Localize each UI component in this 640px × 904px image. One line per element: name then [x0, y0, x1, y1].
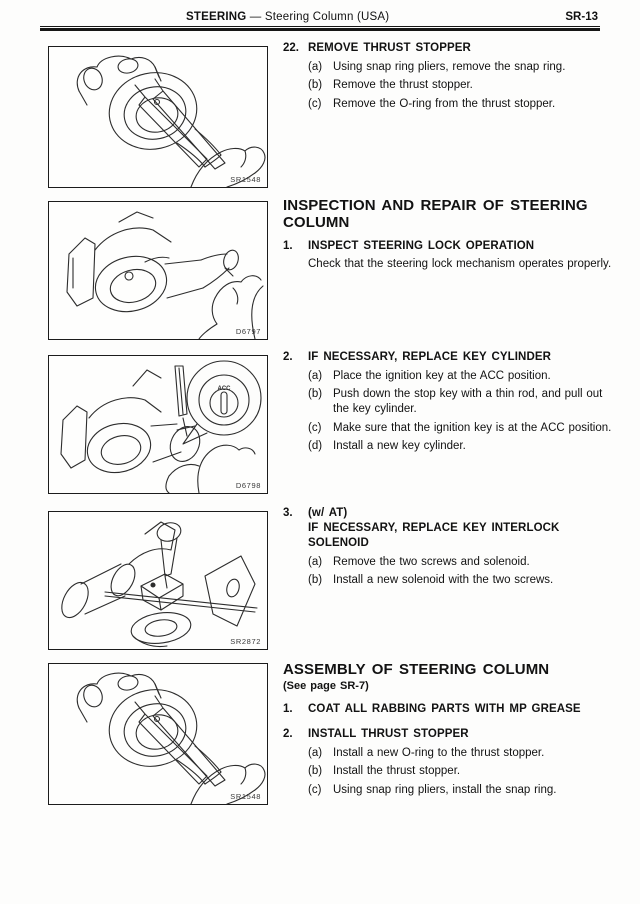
- substep: (b) Remove the thrust stopper.: [308, 78, 615, 93]
- page-number: SR-13: [565, 11, 598, 23]
- substep-id: (c): [308, 783, 322, 796]
- figure-label: SR1548: [230, 175, 261, 184]
- substep: (b) Install a new solenoid with the two …: [308, 573, 615, 588]
- substep-id: (a): [308, 746, 323, 759]
- acc-callout-text: ACC: [218, 386, 232, 392]
- figure-box-interlock-solenoid: SR2872: [48, 511, 268, 650]
- header-rule-thick: [40, 28, 600, 31]
- figure-label: SR1548: [230, 792, 261, 801]
- substep: (a) Using snap ring pliers, remove the s…: [308, 60, 615, 75]
- header-subtitle: — Steering Column (USA): [249, 11, 390, 23]
- figure-label: D6797: [235, 327, 261, 336]
- step-title: COAT ALL RABBING PARTS WITH MP GREASE: [308, 703, 581, 715]
- substep: (a) Install a new O-ring to the thrust s…: [308, 746, 615, 761]
- substep: (b) Install the thrust stopper.: [308, 764, 615, 779]
- section-heading: INSPECTION AND REPAIR OF STEERING COLUMN: [283, 197, 588, 231]
- substep-id: (a): [308, 60, 323, 73]
- figure-label: SR2872: [230, 637, 261, 646]
- substep-text: Install a new solenoid with the two scre…: [333, 574, 554, 586]
- substep-text: Install the thrust stopper.: [333, 765, 461, 777]
- substep-text: Install a new O-ring to the thrust stopp…: [333, 746, 545, 759]
- substep-text: Remove the O-ring from the thrust stoppe…: [333, 97, 556, 110]
- header-title: STEERING — Steering Column (USA): [186, 11, 389, 23]
- step-title: INSTALL THRUST STOPPER: [308, 728, 469, 740]
- substep-text: Remove the two screws and solenoid.: [333, 555, 530, 568]
- step-number: 22.: [283, 42, 299, 54]
- figure-box-key-cylinder: ACC D6798: [48, 355, 268, 494]
- step-1: 1. INSPECT STEERING LOCK OPERATION: [283, 239, 615, 254]
- substep-text: Using snap ring pliers, remove the snap …: [333, 60, 566, 73]
- snap-ring-pliers-illustration: [76, 55, 266, 187]
- header-section: STEERING: [186, 11, 247, 23]
- section-inspection-and-repair: INSPECTION AND REPAIR OF STEERING COLUMN…: [283, 197, 615, 272]
- figure-box-snap-ring-install: SR1548: [48, 663, 268, 805]
- step-3: 3. (w/ AT) IF NECESSARY, REPLACE KEY INTE…: [283, 506, 615, 551]
- figure-box-snap-ring-removal: SR1548: [48, 46, 268, 188]
- section-replace-interlock-solenoid: 3. (w/ AT) IF NECESSARY, REPLACE KEY INTE…: [283, 506, 615, 588]
- section-replace-key-cylinder: 2. IF NECESSARY, REPLACE KEY CYLINDER (a…: [283, 350, 615, 454]
- step-number: 1.: [283, 240, 293, 252]
- substep-text: Remove the thrust stopper.: [333, 79, 473, 91]
- step-number: 1.: [283, 703, 293, 715]
- substep-id: (c): [308, 421, 322, 434]
- step-body: Check that the steering lock mechanism o…: [308, 258, 612, 270]
- figure-label: D6798: [235, 481, 261, 490]
- substep: (a) Remove the two screws and solenoid.: [308, 555, 615, 570]
- substep-text: Place the ignition key at the ACC positi…: [333, 369, 551, 382]
- solenoid-screwdriver-illustration: [61, 521, 258, 648]
- substep-text: Make sure that the ignition key is at th…: [333, 421, 612, 434]
- key-cylinder-illustration: ACC: [60, 360, 262, 493]
- steering-lock-illustration: [66, 211, 264, 339]
- section-assembly: ASSEMBLY OF STEERING COLUMN (See page SR…: [283, 661, 615, 798]
- header-rule-thin: [40, 26, 600, 27]
- substep-id: (b): [308, 574, 323, 586]
- substep-text: Using snap ring pliers, install the snap…: [333, 783, 557, 796]
- substep-id: (d): [308, 440, 323, 452]
- substep: (d) Install a new key cylinder.: [308, 439, 615, 454]
- substep: (c) Make sure that the ignition key is a…: [308, 421, 615, 436]
- step-2: 2. IF NECESSARY, REPLACE KEY CYLINDER: [283, 350, 615, 365]
- substep-id: (a): [308, 555, 323, 568]
- section-heading: ASSEMBLY OF STEERING COLUMN: [283, 661, 550, 678]
- step-pretitle: (w/ AT): [308, 507, 348, 519]
- step-title: IF NECESSARY, REPLACE KEY CYLINDER: [308, 351, 552, 363]
- substep-id: (b): [308, 79, 323, 91]
- section-remove-thrust-stopper: 22. REMOVE THRUST STOPPER (a) Using snap…: [283, 41, 615, 112]
- substep-id: (a): [308, 369, 323, 382]
- substep: (c) Remove the O-ring from the thrust st…: [308, 97, 615, 112]
- substep: (b) Push down the stop key with a thin r…: [308, 387, 615, 417]
- substep: (a) Place the ignition key at the ACC po…: [308, 369, 615, 384]
- step-2: 2. INSTALL THRUST STOPPER: [283, 727, 615, 742]
- substep-text: Install a new key cylinder.: [333, 440, 466, 452]
- step-title: IF NECESSARY, REPLACE KEY INTERLOCK SOLE…: [308, 522, 560, 549]
- snap-ring-pliers-illustration: [76, 672, 266, 804]
- figure-box-steering-lock-check: D6797: [48, 201, 268, 340]
- step-1: 1. COAT ALL RABBING PARTS WITH MP GREASE: [283, 702, 615, 717]
- step-number: 2.: [283, 351, 293, 363]
- step-number: 3.: [283, 507, 293, 519]
- step-title: REMOVE THRUST STOPPER: [308, 42, 471, 54]
- substep-id: (b): [308, 388, 323, 400]
- step-22: 22. REMOVE THRUST STOPPER: [283, 41, 615, 56]
- substep-text: Push down the stop key with a thin rod, …: [333, 388, 603, 415]
- substep: (c) Using snap ring pliers, install the …: [308, 783, 615, 798]
- step-title-wrap: (w/ AT) IF NECESSARY, REPLACE KEY INTERLO…: [308, 506, 615, 551]
- section-subheading: (See page SR-7): [283, 680, 369, 692]
- substep-id: (b): [308, 765, 323, 777]
- substep-id: (c): [308, 97, 322, 110]
- step-number: 2.: [283, 728, 293, 740]
- step-title: INSPECT STEERING LOCK OPERATION: [308, 240, 535, 252]
